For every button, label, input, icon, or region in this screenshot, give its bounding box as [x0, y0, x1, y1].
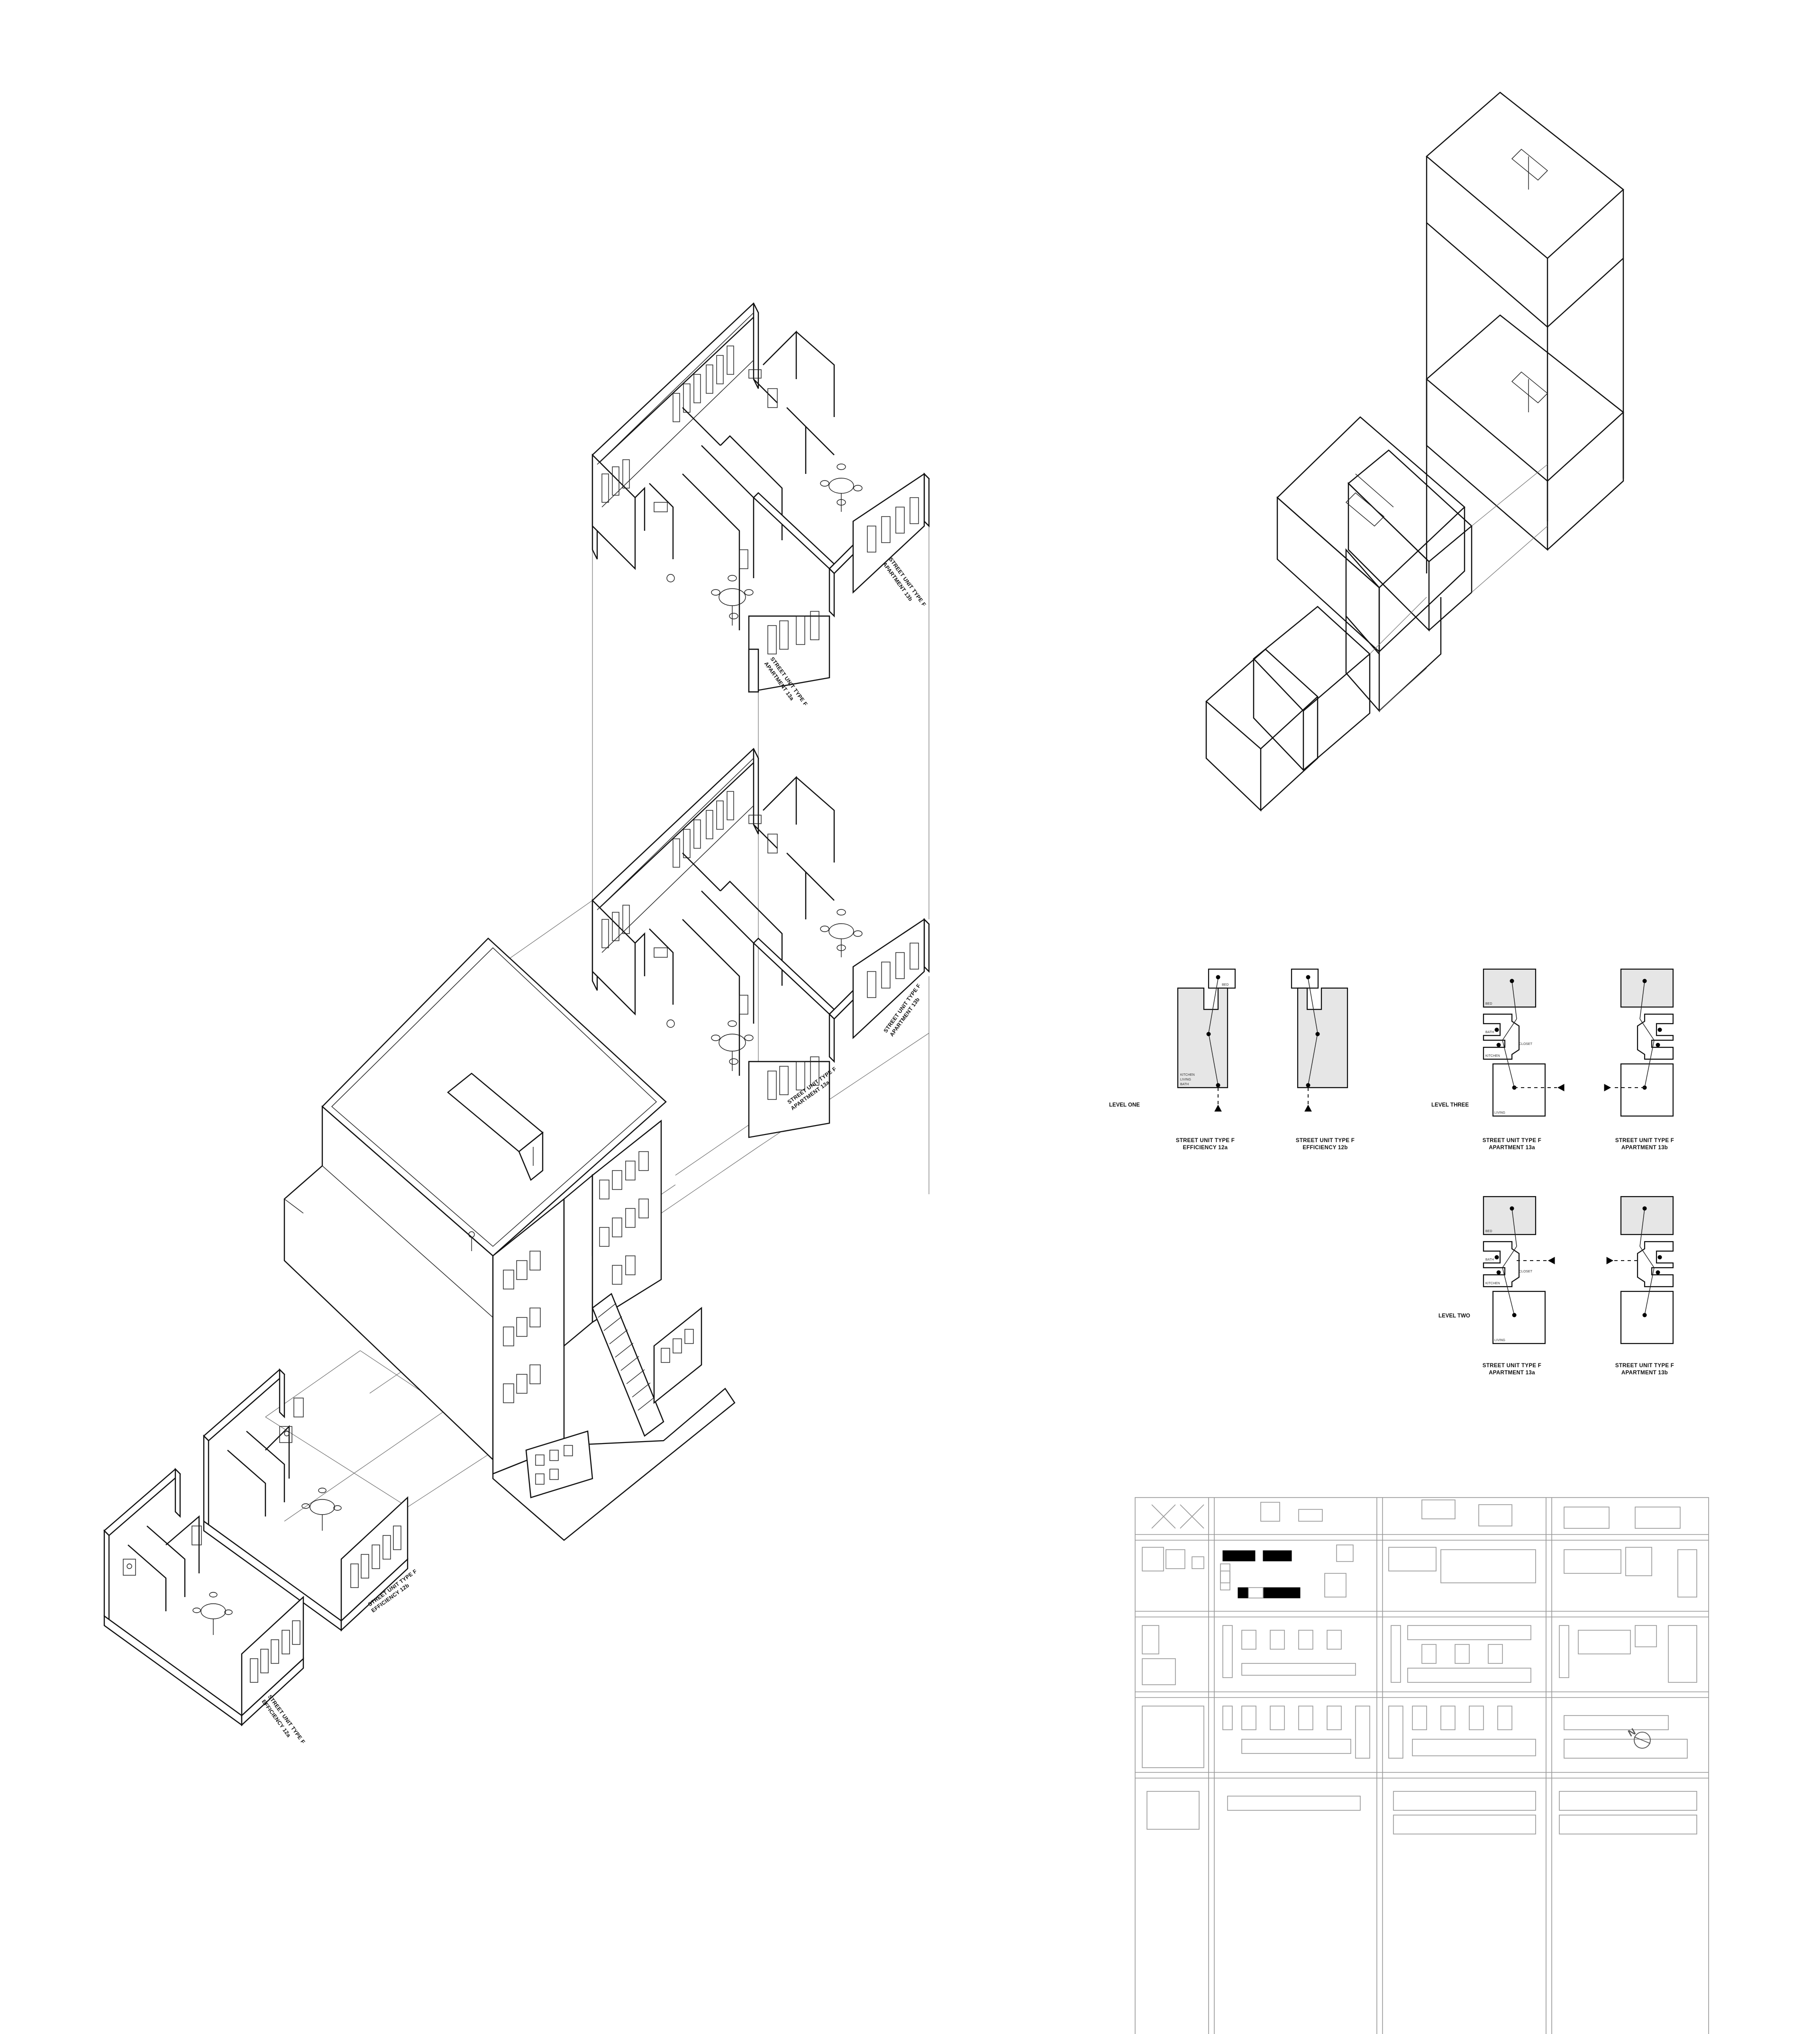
level-three-plan-b-line1: STREET UNIT TYPE F [1615, 1138, 1674, 1144]
level-three-plan-b [1604, 968, 1674, 1117]
level-three-tag-bed: BED [1485, 1002, 1492, 1006]
level-one-tag-bath: BATH [1180, 1083, 1189, 1086]
level-one-plan-b [1291, 968, 1348, 1112]
level-two-plan-b-line1: STREET UNIT TYPE F [1615, 1363, 1674, 1369]
level-three-tag-bath: BATH [1485, 1031, 1494, 1034]
central-building [283, 937, 736, 1541]
level-one-plan-a-line2: EFFICIENCY 12a [1183, 1145, 1228, 1151]
level-one-plan-b-line2: EFFICIENCY 12b [1302, 1145, 1347, 1151]
level-one-plan-a-line1: STREET UNIT TYPE F [1176, 1138, 1235, 1144]
level-one-label: LEVEL ONE [1109, 1102, 1140, 1108]
circulation-diagrams: LEVEL ONE STREET UNIT TYPE F EFFICIENCY … [1109, 968, 1674, 1376]
level-two-plan-a [1483, 1196, 1555, 1344]
project-site-highlights [1222, 1550, 1301, 1598]
massing-axonometric [1205, 91, 1624, 812]
level-one-plan-a [1177, 968, 1236, 1112]
level-three-plan-b-line2: APARTMENT 13b [1621, 1145, 1668, 1151]
level-two-plan-b [1606, 1196, 1674, 1344]
level-two-tag-bed: BED [1485, 1230, 1492, 1233]
level-one-tag-living: LIVING [1180, 1078, 1191, 1081]
level-two-plan-a-line1: STREET UNIT TYPE F [1483, 1363, 1541, 1369]
level-two-plan-b-line2: APARTMENT 13b [1621, 1370, 1668, 1376]
level-two-tag-living: LIVING [1494, 1339, 1505, 1342]
site-plan: N [1135, 1497, 1709, 2034]
north-arrow-letter: N [1627, 1726, 1638, 1739]
level-three-tag-kitchen: KITCHEN [1485, 1054, 1500, 1058]
level-one-tag-bed: BED [1222, 983, 1228, 987]
exploded-axonometric: STREET UNIT TYPE F APARTMENT 13a STREET … [103, 302, 930, 1745]
level-one-tag-kitchen: KITCHEN [1180, 1073, 1195, 1077]
level-three-tag-living: LIVING [1494, 1111, 1505, 1115]
ground-efficiency-units: STREET UNIT TYPE F EFFICIENCY 12b [103, 1368, 418, 1745]
level-three-tag-closet: CLOSET [1519, 1043, 1533, 1046]
level-three-plan-a-line2: APARTMENT 13a [1489, 1145, 1535, 1151]
level-two-plan-a-line2: APARTMENT 13a [1489, 1370, 1535, 1376]
level-one-plan-b-line1: STREET UNIT TYPE F [1296, 1138, 1355, 1144]
level-two-tag-kitchen: KITCHEN [1485, 1282, 1500, 1285]
level-three-plan-a [1483, 968, 1565, 1117]
middle-tower-units: STREET UNIT TYPE F APARTMENT 13a STREET … [592, 748, 930, 1138]
level-three-label: LEVEL THREE [1431, 1102, 1469, 1108]
level-three-plan-a-line1: STREET UNIT TYPE F [1483, 1138, 1541, 1144]
upper-tower-units: STREET UNIT TYPE F APARTMENT 13a STREET … [592, 302, 930, 707]
level-two-label: LEVEL TWO [1438, 1313, 1470, 1319]
level-two-tag-bath: BATH [1485, 1258, 1494, 1262]
level-two-tag-closet: CLOSET [1519, 1270, 1533, 1273]
